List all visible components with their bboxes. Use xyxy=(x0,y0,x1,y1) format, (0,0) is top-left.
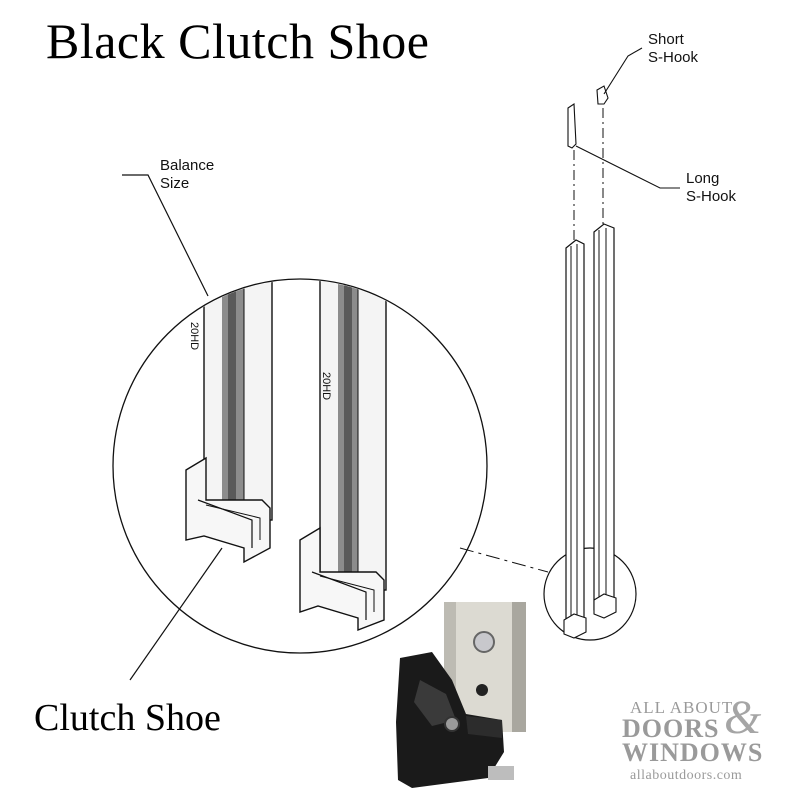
page-title: Black Clutch Shoe xyxy=(46,13,430,69)
long-s-hook-label: Long S-Hook xyxy=(686,170,737,205)
balance-marking-left: 20HD xyxy=(188,322,200,351)
magnified-balance-left xyxy=(185,280,273,564)
short-s-hook-label: Short S-Hook xyxy=(648,31,699,66)
clutch-shoe-leader xyxy=(129,547,223,681)
long-s-hook xyxy=(567,103,577,149)
clutch-shoe-photo xyxy=(396,602,526,788)
short-s-hook-leader xyxy=(603,47,643,95)
short-s-hook xyxy=(596,85,609,105)
magnified-balance-right xyxy=(299,280,387,632)
zoom-connector-line xyxy=(459,547,549,573)
full-balance-right xyxy=(593,223,617,619)
long-s-hook-leader xyxy=(575,145,680,189)
magnified-balances xyxy=(185,280,387,632)
clutch-shoe-label: Clutch Shoe xyxy=(34,697,221,739)
balance-size-leader xyxy=(122,174,209,297)
detail-circle xyxy=(543,547,637,641)
full-balance-left xyxy=(563,239,587,639)
balance-marking-right: 20HD xyxy=(320,372,332,401)
all-about-doors-windows-logo: ALL ABOUT & DOORS WINDOWS allaboutdoors.… xyxy=(622,691,764,783)
balance-size-label: Balance Size xyxy=(160,157,215,192)
